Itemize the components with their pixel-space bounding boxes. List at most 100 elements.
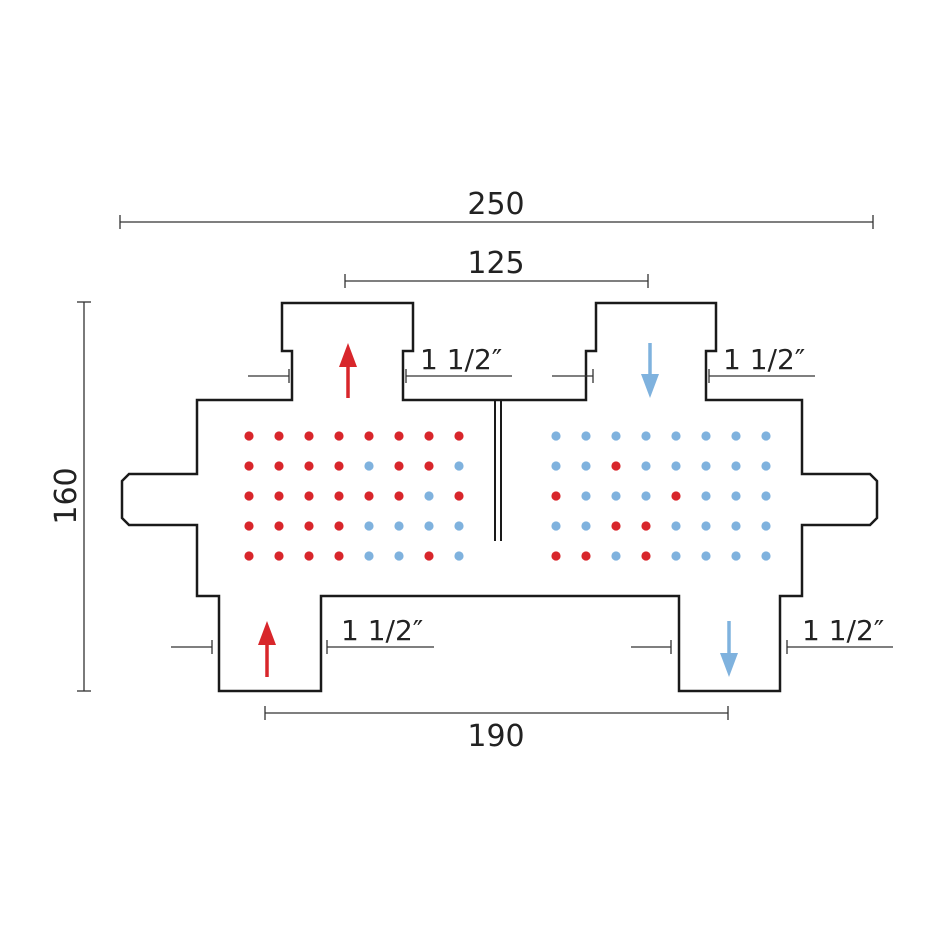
hot-dot bbox=[364, 431, 374, 441]
hot-dot bbox=[551, 491, 561, 501]
cold-dot bbox=[454, 551, 464, 561]
port-size-top-right: 1 1/2″ bbox=[723, 343, 805, 376]
cold-dot bbox=[581, 431, 591, 441]
cold-dot bbox=[701, 491, 711, 501]
hot-dot bbox=[244, 461, 254, 471]
cold-dot bbox=[731, 461, 741, 471]
cold-dot bbox=[581, 461, 591, 471]
dot-grid-right bbox=[551, 431, 771, 561]
hot-dot bbox=[304, 431, 314, 441]
arrow-head bbox=[258, 621, 276, 645]
hot-dot bbox=[611, 461, 621, 471]
hot-dot bbox=[244, 551, 254, 561]
cold-dot bbox=[364, 551, 374, 561]
flow-arrow-up-icon bbox=[339, 343, 357, 398]
hot-dot bbox=[424, 551, 434, 561]
hot-dot bbox=[454, 491, 464, 501]
flow-arrow-down-icon bbox=[641, 343, 659, 398]
top-port-spacing-label: 125 bbox=[467, 246, 524, 281]
flow-arrow-up-icon bbox=[258, 621, 276, 677]
cold-dot bbox=[581, 491, 591, 501]
hot-dot bbox=[274, 551, 284, 561]
hot-dot bbox=[364, 491, 374, 501]
cold-dot bbox=[641, 431, 651, 441]
port-label-top-left: 1 1/2″ bbox=[248, 343, 512, 383]
hot-dot bbox=[244, 431, 254, 441]
chamber-separator bbox=[494, 400, 502, 541]
hot-dot bbox=[304, 521, 314, 531]
dot-grid-left bbox=[244, 431, 464, 561]
cold-dot bbox=[454, 521, 464, 531]
overall-height-label: 160 bbox=[49, 467, 84, 524]
hot-dot bbox=[274, 521, 284, 531]
hot-dot bbox=[304, 551, 314, 561]
hot-dot bbox=[641, 551, 651, 561]
hot-dot bbox=[581, 551, 591, 561]
cold-dot bbox=[551, 431, 561, 441]
cold-dot bbox=[424, 491, 434, 501]
port-label-top-right: 1 1/2″ bbox=[552, 343, 815, 383]
cold-dot bbox=[701, 431, 711, 441]
hot-dot bbox=[334, 431, 344, 441]
cold-dot bbox=[611, 551, 621, 561]
cold-dot bbox=[671, 461, 681, 471]
hot-dot bbox=[274, 491, 284, 501]
dimension-top-port-spacing: 125 bbox=[344, 246, 649, 288]
cold-dot bbox=[581, 521, 591, 531]
hot-dot bbox=[244, 521, 254, 531]
cold-dot bbox=[551, 461, 561, 471]
cold-dot bbox=[731, 431, 741, 441]
arrow-head bbox=[339, 343, 357, 367]
cold-dot bbox=[701, 551, 711, 561]
manifold-body-outline bbox=[120, 301, 879, 693]
cold-dot bbox=[364, 461, 374, 471]
cold-dot bbox=[611, 431, 621, 441]
hot-dot bbox=[334, 551, 344, 561]
dimension-bottom-port-spacing: 190 bbox=[264, 706, 729, 754]
port-size-top-left: 1 1/2″ bbox=[420, 343, 502, 376]
cold-dot bbox=[671, 431, 681, 441]
hot-dot bbox=[334, 521, 344, 531]
cold-dot bbox=[364, 521, 374, 531]
hot-dot bbox=[671, 491, 681, 501]
arrow-head bbox=[720, 653, 738, 677]
cold-dot bbox=[761, 551, 771, 561]
flow-arrow-down-icon bbox=[720, 621, 738, 677]
cold-dot bbox=[424, 521, 434, 531]
hot-dot bbox=[424, 431, 434, 441]
hot-dot bbox=[641, 521, 651, 531]
hot-dot bbox=[611, 521, 621, 531]
overall-width-label: 250 bbox=[467, 187, 524, 222]
cold-dot bbox=[671, 521, 681, 531]
hot-dot bbox=[304, 461, 314, 471]
cold-dot bbox=[731, 521, 741, 531]
cold-dot bbox=[394, 551, 404, 561]
hot-dot bbox=[244, 491, 254, 501]
dimension-overall-height: 160 bbox=[49, 301, 91, 692]
hot-dot bbox=[274, 461, 284, 471]
arrow-head bbox=[641, 374, 659, 398]
cold-dot bbox=[611, 491, 621, 501]
cold-dot bbox=[731, 491, 741, 501]
hot-dot bbox=[551, 551, 561, 561]
hot-dot bbox=[394, 431, 404, 441]
port-size-bottom-right: 1 1/2″ bbox=[802, 614, 884, 647]
hot-dot bbox=[334, 461, 344, 471]
cold-dot bbox=[394, 521, 404, 531]
cold-dot bbox=[454, 461, 464, 471]
cold-dot bbox=[641, 461, 651, 471]
cold-dot bbox=[701, 521, 711, 531]
hot-dot bbox=[394, 461, 404, 471]
dimension-overall-width: 250 bbox=[119, 187, 874, 229]
cold-dot bbox=[761, 521, 771, 531]
port-label-bottom-left: 1 1/2″ bbox=[171, 614, 434, 654]
hot-dot bbox=[274, 431, 284, 441]
cold-dot bbox=[761, 461, 771, 471]
cold-dot bbox=[671, 551, 681, 561]
hot-dot bbox=[394, 491, 404, 501]
cold-dot bbox=[551, 521, 561, 531]
hot-dot bbox=[304, 491, 314, 501]
hot-dot bbox=[424, 461, 434, 471]
cold-dot bbox=[731, 551, 741, 561]
